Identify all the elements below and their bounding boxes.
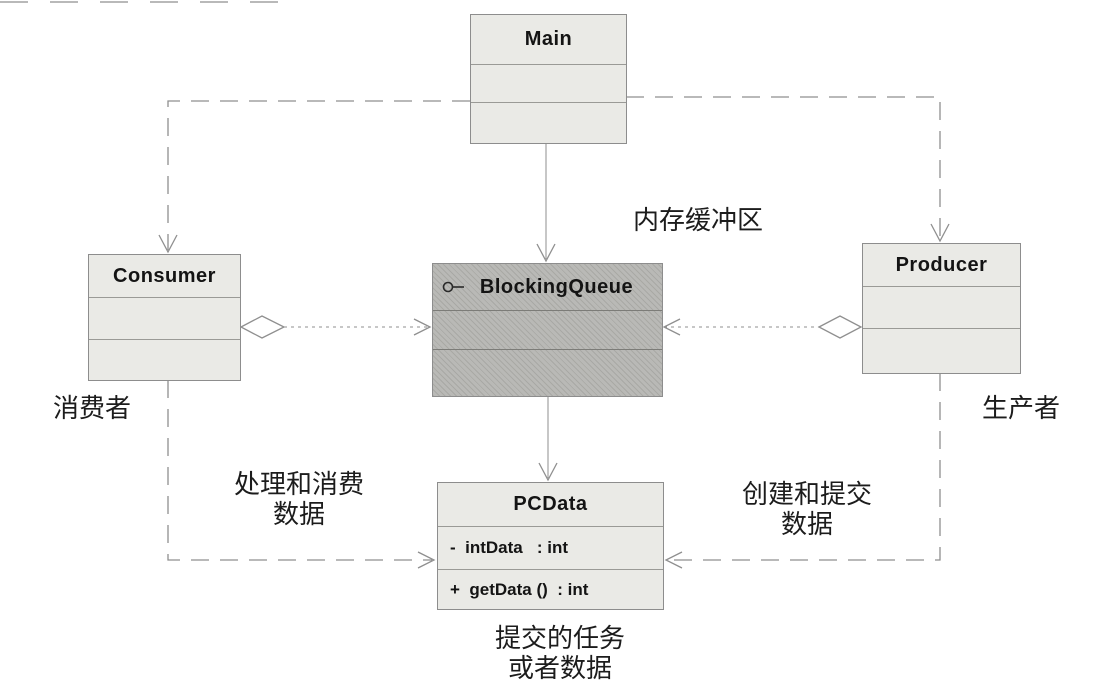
class-box-pcdata: PCData - intData : int + getData () : in…: [437, 482, 664, 610]
open-arrowhead-icon: [662, 318, 681, 336]
edge-blockingqueue-pcdata: [538, 396, 558, 482]
class-name-producer: Producer: [895, 253, 988, 276]
operations-compartment: [863, 328, 1020, 373]
class-name-consumer: Consumer: [113, 264, 216, 287]
open-arrowhead-icon: [536, 243, 556, 263]
label-producer-cn: 生产者: [982, 394, 1061, 423]
operation-getdata: + getData () : int: [438, 569, 663, 609]
label-consume-data: 处理和消费 数据: [214, 470, 384, 530]
aggregation-diamond-icon: [239, 315, 286, 339]
label-produce-line1: 创建和提交: [741, 480, 872, 509]
class-name-main: Main: [524, 28, 573, 50]
open-arrowhead-icon: [664, 551, 683, 569]
operations-compartment: [433, 349, 662, 396]
open-arrowhead-icon: [413, 318, 432, 336]
attribute-intdata: - intData : int: [438, 526, 663, 569]
class-box-consumer: Consumer: [88, 254, 241, 381]
edge-main-producer: [626, 96, 950, 243]
edge-consumer-blockingqueue: [239, 315, 432, 339]
open-arrowhead-icon: [417, 551, 436, 569]
edge-producer-blockingqueue: [662, 315, 863, 339]
label-task-line2: 或者数据: [507, 654, 612, 683]
open-arrowhead-icon: [158, 234, 178, 254]
interface-lollipop-icon: [442, 281, 464, 293]
attributes-compartment: [863, 286, 1020, 328]
edge-main-blockingqueue: [536, 143, 556, 263]
aggregation-diamond-icon: [817, 315, 863, 339]
label-submitted-task: 提交的任务 或者数据: [475, 624, 645, 684]
label-consume-line2: 数据: [272, 500, 325, 529]
attributes-compartment: [471, 64, 626, 102]
edge-producer-pcdata: [664, 373, 941, 569]
label-consumer-cn: 消费者: [53, 394, 132, 423]
edge-consumer-pcdata: [167, 380, 436, 569]
label-consume-line1: 处理和消费: [233, 470, 364, 499]
attributes-compartment: [433, 310, 662, 349]
class-title-blockingqueue: BlockingQueue: [433, 264, 662, 310]
open-arrowhead-icon: [930, 223, 950, 243]
label-memory-buffer: 内存缓冲区: [633, 206, 764, 235]
label-produce-line2: 数据: [780, 510, 833, 539]
operations-compartment: [89, 339, 240, 380]
open-arrowhead-icon: [538, 462, 558, 482]
class-box-main: Main: [470, 14, 627, 144]
class-name-blockingqueue: BlockingQueue: [479, 275, 634, 298]
class-box-blockingqueue: BlockingQueue: [432, 263, 663, 397]
label-produce-data: 创建和提交 数据: [722, 480, 892, 540]
class-name-pcdata: PCData: [513, 493, 588, 515]
label-task-line1: 提交的任务: [494, 624, 625, 653]
edge-main-consumer: [158, 100, 470, 254]
operations-compartment: [471, 102, 626, 143]
attributes-compartment: [89, 297, 240, 339]
class-box-producer: Producer: [862, 243, 1021, 374]
